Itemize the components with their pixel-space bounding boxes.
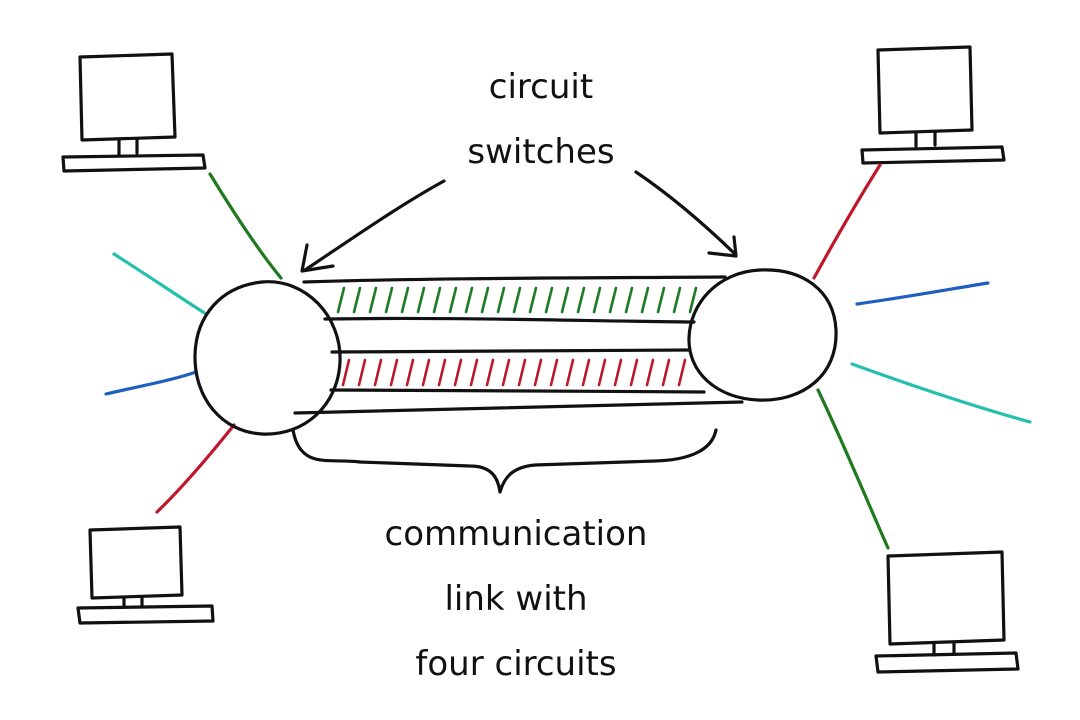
hatch-stroke <box>661 358 671 387</box>
circuit-switch-right <box>687 268 838 402</box>
hatch-stroke <box>368 286 378 314</box>
label-communication: communication <box>385 514 648 554</box>
hatch-stroke <box>437 358 447 387</box>
hatch-stroke <box>672 286 682 314</box>
hatch-stroke <box>656 286 666 314</box>
hatch-stroke <box>432 286 442 314</box>
computer-bottom-left <box>76 525 215 625</box>
label-switches: switches <box>467 132 614 172</box>
hatch-stroke <box>373 358 383 387</box>
circuit-switch-left <box>193 280 342 436</box>
hatch-stroke <box>645 358 655 387</box>
hatch-stroke <box>629 358 639 387</box>
hatch-stroke <box>624 286 634 314</box>
hatch-stroke <box>336 286 346 314</box>
circuit-3-red-hatching <box>341 358 687 387</box>
hatch-stroke <box>416 286 426 314</box>
computer-top-left <box>61 52 207 173</box>
hatch-stroke <box>384 286 394 314</box>
wire-teal-right <box>850 362 1032 424</box>
wire-blue-left <box>104 370 198 396</box>
arrow-to-right-switch <box>634 170 738 258</box>
hatch-stroke <box>533 358 543 387</box>
wire-blue-right <box>855 281 990 306</box>
hatch-stroke <box>421 358 431 387</box>
label-four-circuits: four circuits <box>415 644 616 684</box>
hatch-stroke <box>405 358 415 387</box>
hatch-stroke <box>469 358 479 387</box>
hatch-stroke <box>677 358 687 387</box>
wire-red-top-right <box>812 163 882 280</box>
link-line-4 <box>329 388 706 394</box>
link-line-1 <box>302 275 727 284</box>
hatch-stroke <box>352 286 362 314</box>
hatch-stroke <box>485 358 495 387</box>
hatch-stroke <box>512 286 522 314</box>
hatch-stroke <box>544 286 554 314</box>
hatch-stroke <box>640 286 650 314</box>
hatch-stroke <box>613 358 623 387</box>
link-line-5 <box>293 400 744 415</box>
hatch-stroke <box>581 358 591 387</box>
computer-top-right <box>860 45 1006 165</box>
label-circuit: circuit <box>489 67 593 107</box>
hatch-stroke <box>448 286 458 314</box>
hatch-stroke <box>608 286 618 314</box>
link-line-3 <box>330 348 692 354</box>
hatch-stroke <box>464 286 474 314</box>
hatch-stroke <box>517 358 527 387</box>
label-link-with: link with <box>444 579 587 619</box>
curly-brace <box>291 428 718 494</box>
hatch-stroke <box>341 358 351 387</box>
computer-bottom-right <box>874 550 1020 674</box>
hatch-stroke <box>357 358 367 387</box>
arrow-to-left-switch <box>300 179 446 273</box>
wire-red-left <box>155 423 236 514</box>
wires <box>104 163 1032 550</box>
hatch-stroke <box>560 286 570 314</box>
hatch-stroke <box>549 358 559 387</box>
wire-green-bottom-right <box>816 388 890 550</box>
hatch-stroke <box>389 358 399 387</box>
hatch-stroke <box>400 286 410 314</box>
wire-teal-left <box>112 252 208 316</box>
hatch-stroke <box>597 358 607 387</box>
hatch-stroke <box>480 286 490 314</box>
communication-link <box>293 275 744 415</box>
link-line-2 <box>323 316 696 324</box>
hatch-stroke <box>501 358 511 387</box>
hatch-stroke <box>528 286 538 314</box>
wire-green-top-left <box>208 172 283 280</box>
hatch-stroke <box>453 358 463 387</box>
hatch-stroke <box>496 286 506 314</box>
hatch-stroke <box>592 286 602 314</box>
hatch-stroke <box>576 286 586 314</box>
hatch-stroke <box>688 286 698 314</box>
circuit-1-green-hatching <box>336 286 698 314</box>
hatch-stroke <box>565 358 575 387</box>
